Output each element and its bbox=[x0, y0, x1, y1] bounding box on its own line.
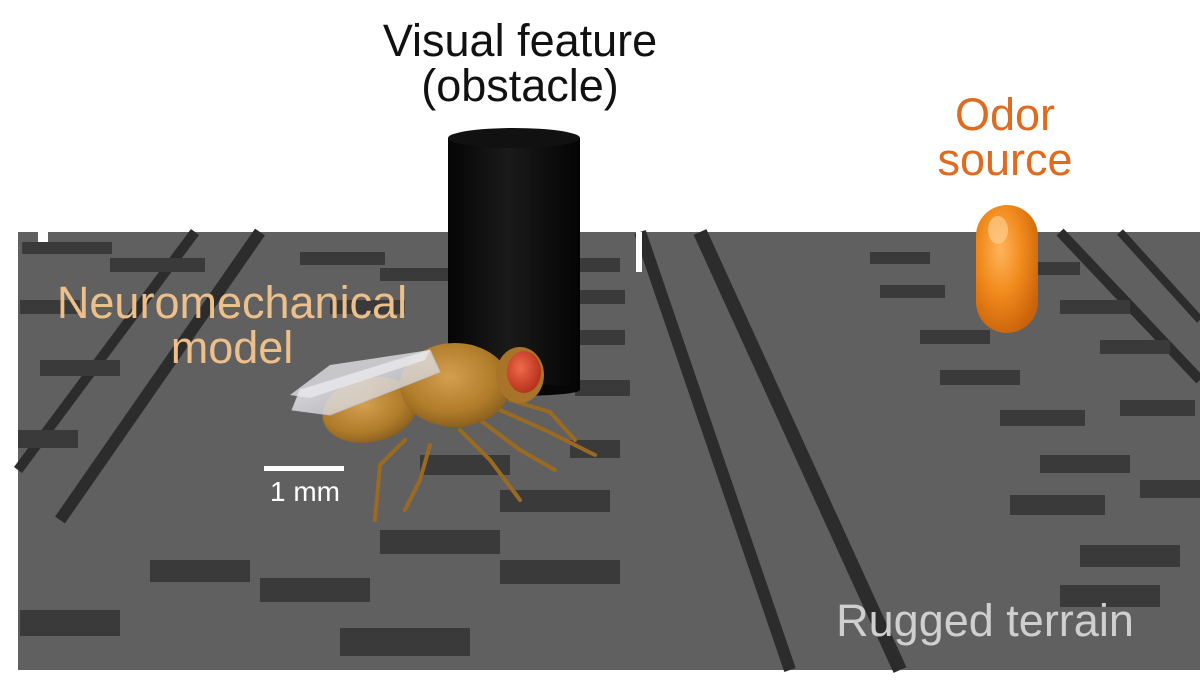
fly-wing-rear bbox=[290, 350, 430, 398]
neuromechanical-model-label: Neuromechanical model bbox=[12, 280, 452, 370]
model-label-line1: Neuromechanical bbox=[56, 277, 408, 328]
scale-bar bbox=[264, 466, 344, 471]
fly-model bbox=[290, 343, 597, 522]
scale-bar-label: 1 mm bbox=[270, 476, 340, 507]
model-label-line2: model bbox=[170, 322, 294, 373]
terrain-steps-right bbox=[870, 252, 1200, 607]
obstacle-label-line1: Visual feature bbox=[382, 15, 658, 66]
odor-label-line1: Odor bbox=[954, 89, 1056, 140]
terrain-steps-left bbox=[18, 242, 460, 448]
fly-eye bbox=[507, 351, 541, 393]
obstacle-label-line2: (obstacle) bbox=[421, 60, 619, 111]
terrain-steps-center bbox=[20, 258, 630, 656]
odor-label-line2: source bbox=[937, 134, 1073, 185]
odor-source-label: Odor source bbox=[900, 92, 1110, 182]
terrain-back-notches bbox=[38, 232, 642, 272]
fly-legs bbox=[373, 398, 597, 522]
odor-source-capsule bbox=[976, 205, 1038, 333]
obstacle-label: Visual feature (obstacle) bbox=[340, 18, 700, 108]
rugged-terrain-label: Rugged terrain bbox=[836, 595, 1134, 646]
